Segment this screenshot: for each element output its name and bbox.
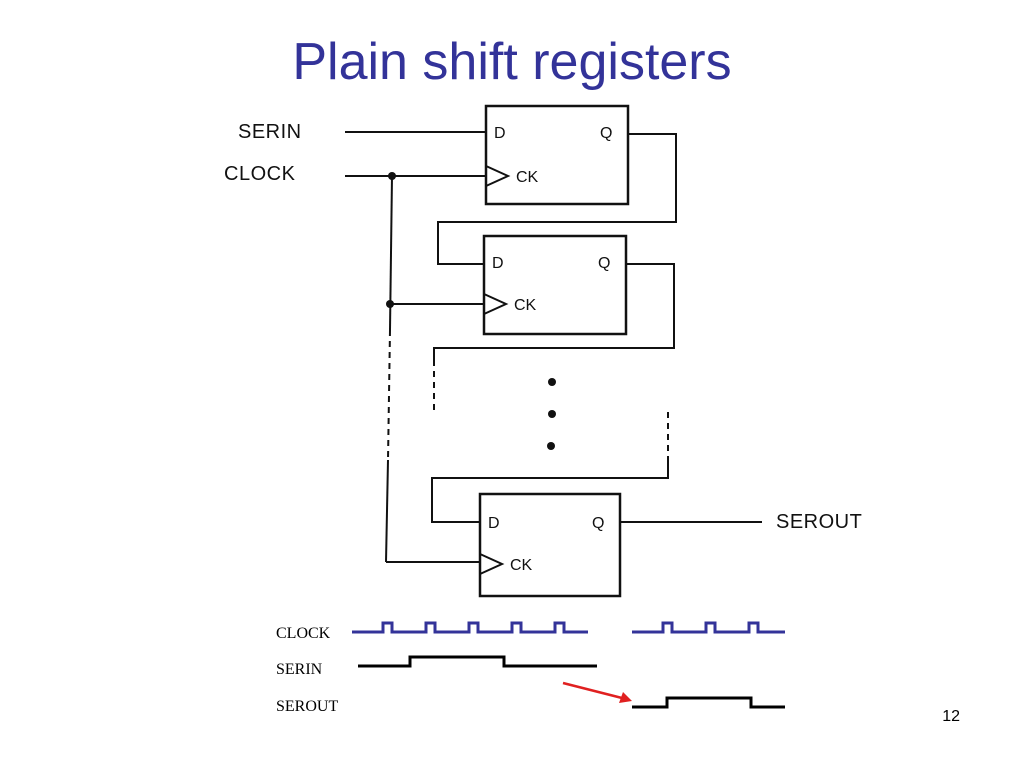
q2-out-wire (433, 263, 675, 360)
page-number: 12 (942, 708, 960, 725)
slide-title: Plain shift registers (292, 33, 732, 91)
serin-label: SERIN (238, 121, 302, 143)
ff3-q-pin: Q (592, 515, 604, 532)
timing-clock-label: CLOCK (276, 625, 331, 642)
serout-waveform (632, 696, 785, 709)
flip-flop-1-box (484, 104, 630, 206)
timing-serout-label: SEROUT (276, 698, 338, 715)
flip-flop-2-box (482, 234, 628, 336)
timing-diagram: CLOCK SERIN SEROUT (276, 621, 785, 715)
timing-serin-label: SERIN (276, 661, 323, 678)
vertical-ellipsis-icon (547, 378, 556, 450)
ff3-clock-triangle-icon (479, 553, 505, 575)
ff1-ck-pin: CK (516, 169, 539, 186)
arrow-head (619, 692, 632, 703)
to-d3-wire (431, 458, 669, 523)
flip-flop-1: D Q CK (484, 104, 630, 206)
ff2-ck-pin: CK (514, 297, 537, 314)
flip-flop-3: D Q CK (478, 492, 622, 598)
clock-junction-dot-1 (388, 172, 396, 180)
delay-arrow-icon (562, 681, 632, 703)
flip-flop-2: D Q CK (482, 234, 628, 336)
clock-waveform (352, 621, 785, 634)
flip-flop-3-box (478, 492, 622, 598)
ff2-d-pin: D (492, 255, 504, 272)
ff3-d-pin: D (488, 515, 500, 532)
clock-label: CLOCK (224, 163, 296, 185)
ff1-clock-triangle-icon (485, 165, 511, 187)
wires (345, 131, 762, 563)
arrow-line (562, 681, 623, 700)
ff2-q-pin: Q (598, 255, 610, 272)
q1-to-d2-wire (437, 133, 677, 265)
clock-bus-dashed (387, 329, 391, 461)
ff3-ck-pin: CK (510, 557, 533, 574)
ellipsis-dot (548, 378, 556, 386)
serin-waveform (358, 655, 597, 668)
clock-segment-1 (352, 621, 588, 634)
clock-segment-2 (632, 621, 785, 634)
ff1-d-pin: D (494, 125, 506, 142)
clock-bus-lower (385, 459, 389, 563)
ff1-q-pin: Q (600, 125, 612, 142)
ellipsis-dot (548, 410, 556, 418)
ff2-clock-triangle-icon (483, 293, 509, 315)
serout-label: SEROUT (776, 511, 862, 533)
ellipsis-dot (547, 442, 555, 450)
clock-junction-dot-2 (386, 300, 394, 308)
